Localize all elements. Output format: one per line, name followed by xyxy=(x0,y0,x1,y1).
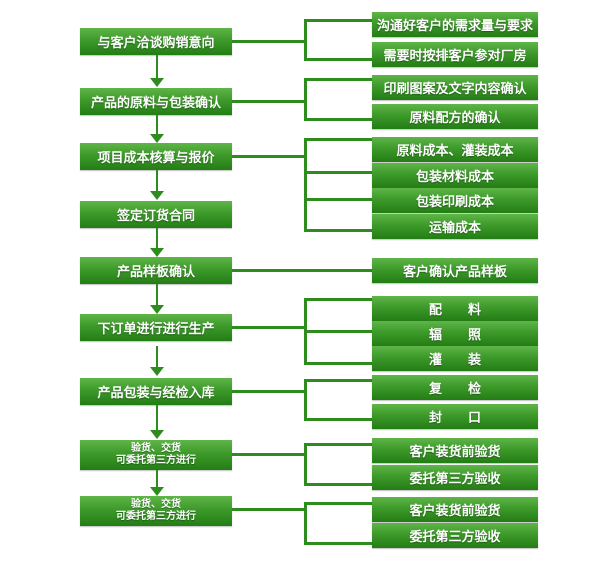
step-9-bracket xyxy=(304,502,307,544)
step-8-branch-2 xyxy=(304,483,372,486)
detail-label: 原料成本、灌装成本 xyxy=(396,144,514,159)
arrow-down-icon xyxy=(150,346,164,376)
step-9-label: 验货、交货 可委托第三方进行 xyxy=(116,499,196,522)
detail-label: 运输成本 xyxy=(428,221,481,236)
step-7-detail-2: 封 口 xyxy=(372,404,538,429)
detail-label: 原料配方的确认 xyxy=(409,111,501,126)
step-5-label: 产品样板确认 xyxy=(116,265,195,280)
step-6-branch-1 xyxy=(304,298,372,301)
detail-label: 客户装货前验货 xyxy=(409,445,501,460)
step-7-bracket xyxy=(304,379,307,420)
detail-label: 需要时按排客户参对厂房 xyxy=(383,49,527,64)
step-2-detail-2: 原料配方的确认 xyxy=(372,104,538,129)
detail-label: 委托第三方验收 xyxy=(409,530,501,545)
detail-label: 印刷图案及文字内容确认 xyxy=(383,82,527,97)
step-1-bracket xyxy=(304,19,307,60)
step-9-branch-2 xyxy=(304,542,372,545)
detail-label: 复 检 xyxy=(428,382,481,397)
step-3-detail-3: 包装印刷成本 xyxy=(372,188,538,213)
step-9-detail-1: 客户装货前验货 xyxy=(372,497,538,522)
step-5-connector xyxy=(232,269,372,272)
detail-label: 委托第三方验收 xyxy=(409,472,501,487)
arrow-down-icon xyxy=(150,284,164,314)
step-5-detail-1: 客户确认产品样板 xyxy=(372,258,538,283)
arrow-down-icon xyxy=(150,470,164,496)
step-3-branch-4 xyxy=(304,229,372,232)
step-2-label: 产品的原料与包装确认 xyxy=(90,96,221,111)
step-6-label: 下订单进行进行生产 xyxy=(97,322,215,337)
arrow-down-icon xyxy=(150,405,164,439)
step-8-branch-1 xyxy=(304,443,372,446)
step-1-branch-2 xyxy=(304,58,372,61)
step-6-detail-3: 灌 装 xyxy=(372,346,538,371)
step-9-detail-2: 委托第三方验收 xyxy=(372,523,538,548)
step-2-branch-2 xyxy=(304,118,372,121)
detail-label: 辐 照 xyxy=(428,328,481,343)
step-1-box: 与客户洽谈购销意向 xyxy=(80,28,232,55)
step-8-bracket xyxy=(304,443,307,485)
detail-label: 封 口 xyxy=(428,411,481,426)
detail-label: 灌 装 xyxy=(428,353,481,368)
step-6-connector xyxy=(232,326,305,329)
detail-label: 沟通好客户的需求量与要求 xyxy=(376,19,533,34)
step-5-box: 产品样板确认 xyxy=(80,257,232,284)
step-9-connector xyxy=(232,508,305,511)
step-9-branch-1 xyxy=(304,502,372,505)
detail-label: 客户装货前验货 xyxy=(409,504,501,519)
step-3-branch-1 xyxy=(304,138,372,141)
step-8-detail-1: 客户装货前验货 xyxy=(372,438,538,463)
step-3-bracket xyxy=(304,138,307,231)
step-3-box: 项目成本核算与报价 xyxy=(80,143,232,170)
step-7-branch-2 xyxy=(304,418,372,421)
step-9-box: 验货、交货 可委托第三方进行 xyxy=(80,496,232,526)
step-3-branch-2 xyxy=(304,171,372,174)
arrow-down-icon xyxy=(150,55,164,87)
step-4-label: 签定订货合同 xyxy=(116,209,195,224)
step-6-detail-2: 辐 照 xyxy=(372,321,538,346)
step-2-bracket xyxy=(304,78,307,120)
step-4-box: 签定订货合同 xyxy=(80,201,232,228)
step-6-detail-1: 配 料 xyxy=(372,296,538,321)
step-3-detail-1: 原料成本、灌装成本 xyxy=(372,137,538,162)
step-8-box: 验货、交货 可委托第三方进行 xyxy=(80,440,232,470)
step-2-branch-1 xyxy=(304,78,372,81)
step-2-box: 产品的原料与包装确认 xyxy=(80,88,232,115)
step-3-branch-3 xyxy=(304,198,372,201)
arrow-down-icon xyxy=(150,115,164,143)
step-1-branch-1 xyxy=(304,19,372,22)
detail-label: 客户确认产品样板 xyxy=(402,265,507,280)
step-7-box: 产品包装与经检入库 xyxy=(80,378,232,405)
detail-label: 包装印刷成本 xyxy=(415,195,494,210)
arrow-down-icon xyxy=(150,170,164,200)
step-8-connector xyxy=(232,453,305,456)
step-3-detail-4: 运输成本 xyxy=(372,214,538,239)
step-6-branch-2 xyxy=(304,330,372,333)
step-1-label: 与客户洽谈购销意向 xyxy=(97,36,215,51)
step-1-detail-2: 需要时按排客户参对厂房 xyxy=(372,42,538,67)
step-3-label: 项目成本核算与报价 xyxy=(97,151,215,166)
step-8-label: 验货、交货 可委托第三方进行 xyxy=(116,443,196,466)
step-7-branch-1 xyxy=(304,379,372,382)
step-2-detail-1: 印刷图案及文字内容确认 xyxy=(372,75,538,100)
step-6-box: 下订单进行进行生产 xyxy=(80,314,232,341)
step-7-detail-1: 复 检 xyxy=(372,375,538,400)
step-3-detail-2: 包装材料成本 xyxy=(372,163,538,188)
arrow-down-icon xyxy=(150,228,164,257)
detail-label: 配 料 xyxy=(428,303,481,318)
detail-label: 包装材料成本 xyxy=(415,170,494,185)
step-7-connector xyxy=(232,390,305,393)
step-7-label: 产品包装与经检入库 xyxy=(97,386,215,401)
step-2-connector xyxy=(232,100,305,103)
step-1-connector xyxy=(232,40,305,43)
step-1-detail-1: 沟通好客户的需求量与要求 xyxy=(372,12,538,37)
step-3-connector xyxy=(232,155,305,158)
step-6-branch-3 xyxy=(304,362,372,365)
step-8-detail-2: 委托第三方验收 xyxy=(372,465,538,490)
